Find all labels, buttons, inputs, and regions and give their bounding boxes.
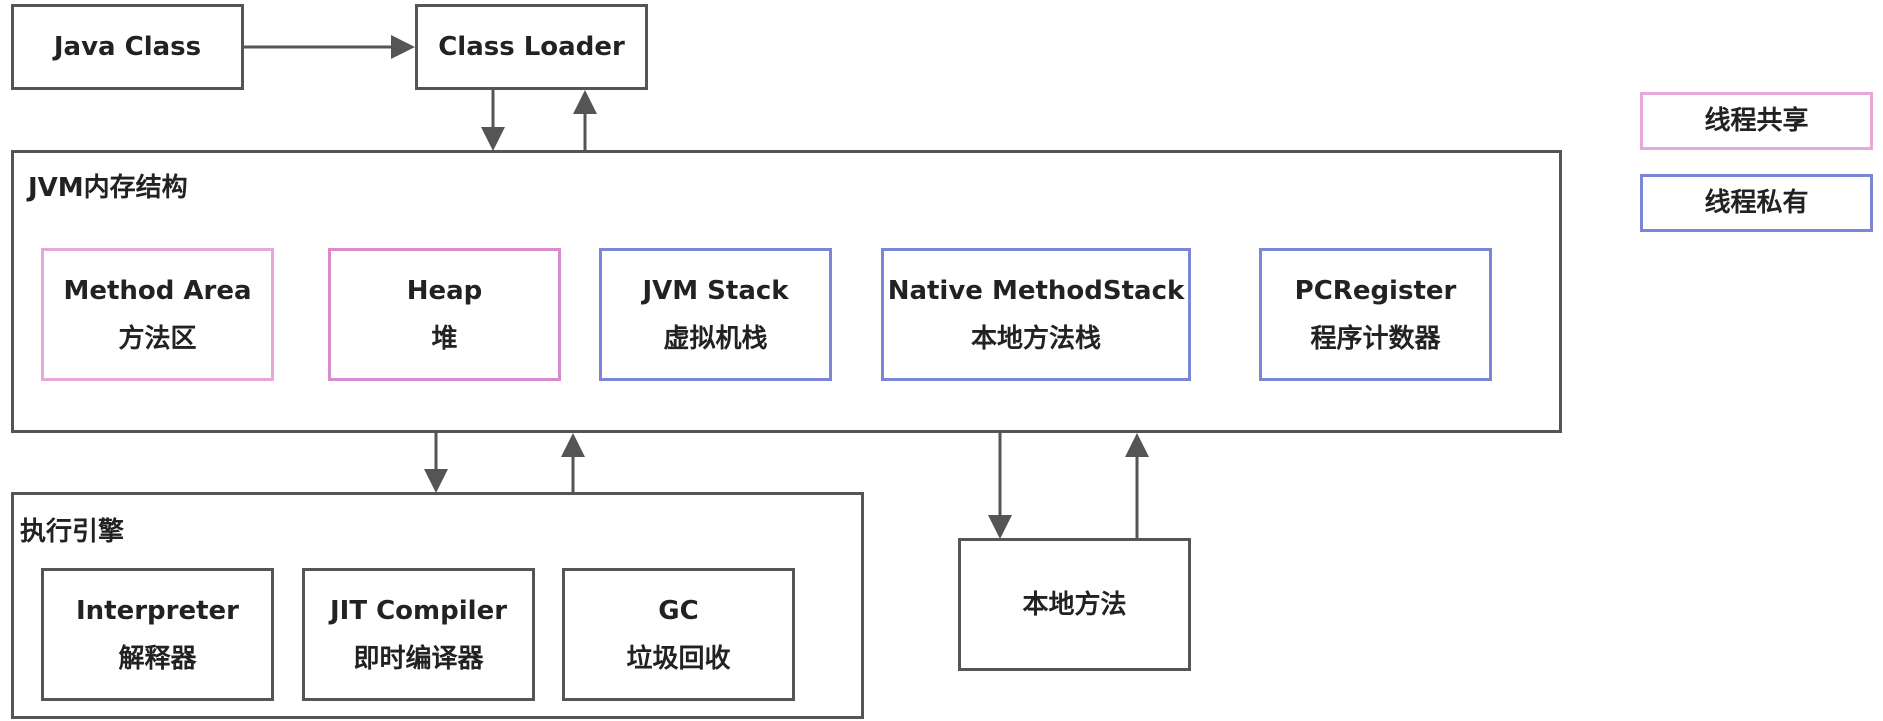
java-class-label: Java Class: [53, 32, 202, 62]
pc-register-label: PCRegister: [1294, 275, 1457, 306]
heap-sublabel: 堆: [431, 323, 458, 354]
native-method-node: 本地方法: [958, 538, 1191, 671]
jit-compiler-label: JIT Compiler: [329, 595, 508, 626]
legend-private-label: 线程私有: [1704, 188, 1809, 218]
heap-label: Heap: [406, 275, 483, 306]
execution-engine-title: 执行引擎: [20, 517, 125, 547]
legend-shared-label: 线程共享: [1704, 106, 1809, 136]
interpreter-node: Interpreter 解释器: [41, 568, 274, 701]
java-class-node: Java Class: [11, 4, 244, 90]
native-method-stack-label: Native MethodStack: [887, 275, 1185, 306]
jvm-memory-title: JVM内存结构: [28, 173, 188, 203]
gc-node: GC 垃圾回收: [562, 568, 795, 701]
interpreter-label: Interpreter: [75, 595, 240, 626]
native-method-stack-sublabel: 本地方法栈: [970, 323, 1101, 354]
native-method-stack-node: Native MethodStack 本地方法栈: [881, 248, 1191, 381]
interpreter-sublabel: 解释器: [118, 643, 197, 674]
jit-compiler-sublabel: 即时编译器: [353, 643, 484, 674]
native-method-label: 本地方法: [1022, 589, 1127, 620]
pc-register-sublabel: 程序计数器: [1310, 323, 1441, 354]
jit-compiler-node: JIT Compiler 即时编译器: [302, 568, 535, 701]
method-area-node: Method Area 方法区: [41, 248, 274, 381]
method-area-sublabel: 方法区: [118, 323, 197, 354]
legend-shared: 线程共享: [1640, 92, 1873, 150]
gc-label: GC: [658, 595, 699, 626]
jvm-stack-label: JVM Stack: [642, 275, 789, 306]
class-loader-node: Class Loader: [415, 4, 648, 90]
heap-node: Heap 堆: [328, 248, 561, 381]
gc-sublabel: 垃圾回收: [626, 643, 731, 674]
pc-register-node: PCRegister 程序计数器: [1259, 248, 1492, 381]
jvm-stack-sublabel: 虚拟机栈: [663, 323, 768, 354]
class-loader-label: Class Loader: [438, 32, 625, 62]
method-area-label: Method Area: [63, 275, 252, 306]
legend-private: 线程私有: [1640, 174, 1873, 232]
jvm-stack-node: JVM Stack 虚拟机栈: [599, 248, 832, 381]
